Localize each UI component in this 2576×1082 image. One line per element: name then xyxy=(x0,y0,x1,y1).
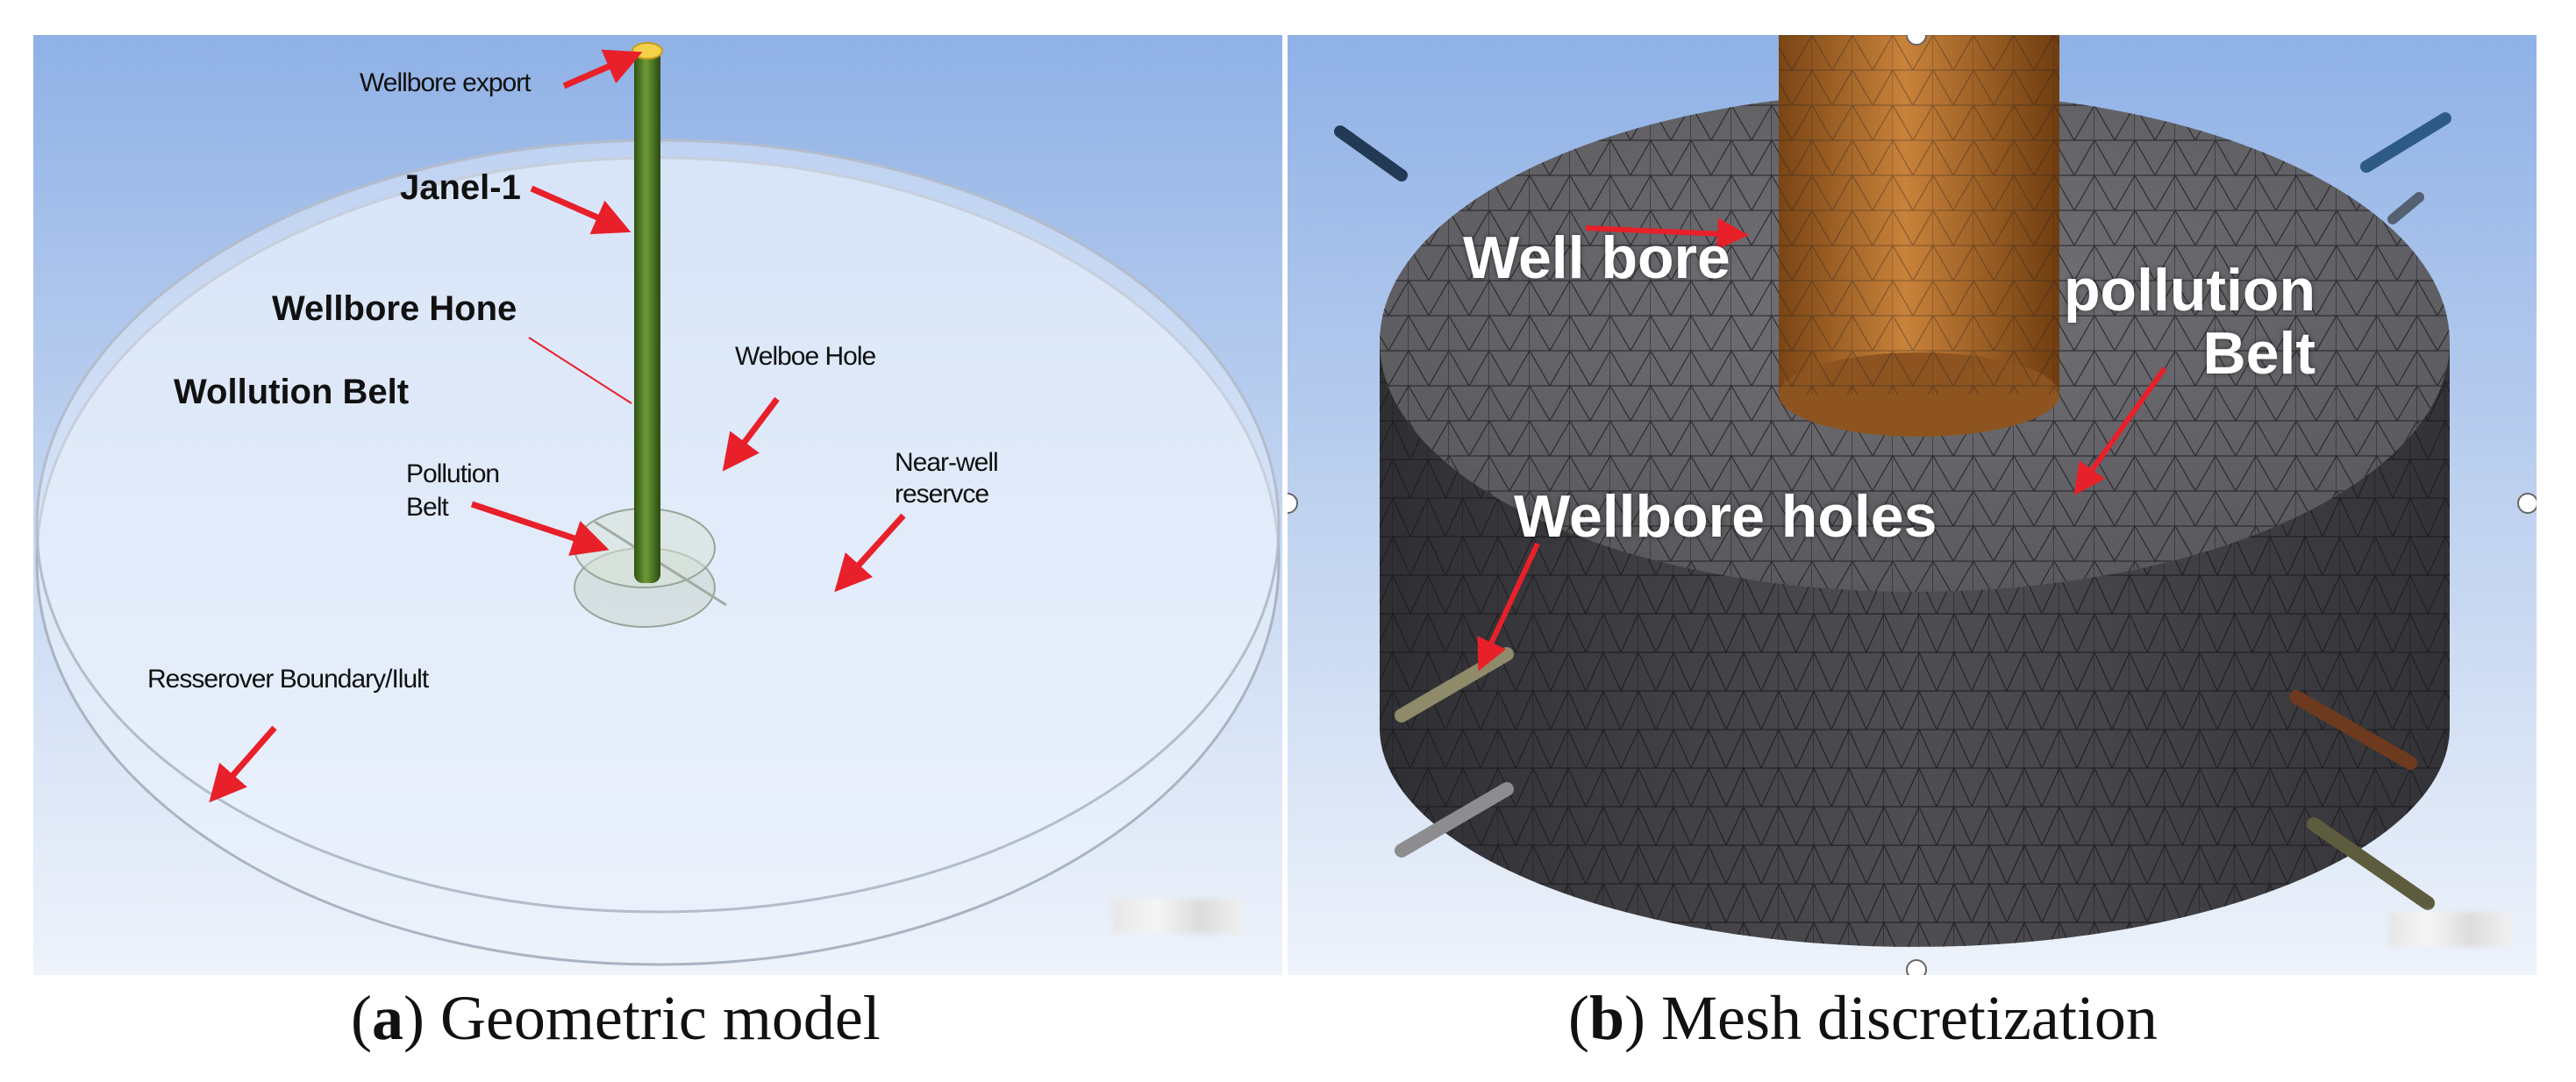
label-well-bore: Well bore xyxy=(1463,224,1730,291)
panel-a-geometric-model: Wellbore export Janel-1 Wellbore Hone Wo… xyxy=(33,35,1282,975)
leader-wellbore-hone xyxy=(528,337,632,404)
caption-a-letter: a xyxy=(371,983,403,1053)
panel-b-mesh-discretization: Well bore pollution Belt Wellbore holes xyxy=(1288,35,2537,975)
pipe-front-right-upper xyxy=(2289,690,2417,770)
pipe-back-left xyxy=(1334,125,1408,182)
label-pollution-b-line2: Belt xyxy=(2202,320,2316,387)
well-bore-mesh xyxy=(1779,35,2059,395)
caption-b-text: Mesh discretization xyxy=(1661,983,2158,1053)
watermark-blur xyxy=(1112,899,1244,934)
label-welboe-hole: Welboe Hole xyxy=(735,342,876,371)
watermark-blur-b xyxy=(2388,912,2511,947)
label-wellbore-hone: Wellbore Hone xyxy=(272,289,517,328)
label-wellbore-holes: Wellbore holes xyxy=(1514,483,1937,550)
arrow-pollution-belt-b xyxy=(2073,367,2167,495)
label-pollution-b-line1: pollution xyxy=(2064,257,2316,324)
arrow-near-well xyxy=(834,513,906,593)
arrow-welboe-hole xyxy=(722,396,780,472)
selection-handle-bottom xyxy=(1906,959,1927,975)
wellbore-rod xyxy=(634,48,660,583)
mesh-illustration xyxy=(1288,35,2537,975)
caption-a-text: Geometric model xyxy=(439,983,881,1053)
caption-b-letter: b xyxy=(1588,983,1625,1053)
label-near-well-line2: reservce xyxy=(895,480,989,509)
caption-a: (a) Geometric model xyxy=(351,983,881,1053)
arrow-janel xyxy=(530,185,632,235)
label-wollution-belt: Wollution Belt xyxy=(174,373,410,411)
label-janel: Janel-1 xyxy=(400,168,521,207)
pipe-front-right-lower xyxy=(2307,817,2435,910)
arrow-boundary xyxy=(209,725,277,803)
label-pollution-belt-b: pollution Belt xyxy=(2064,259,2316,385)
label-wellbore-export: Wellbore export xyxy=(360,68,532,97)
label-near-well: Near-well reservce xyxy=(895,447,999,510)
pipe-back-right xyxy=(2360,112,2451,173)
geometric-model-illustration xyxy=(33,35,1282,975)
label-near-well-line1: Near-well xyxy=(895,448,999,477)
pipe-back-right-2 xyxy=(2387,192,2424,224)
arrow-pollution-belt xyxy=(470,501,610,556)
label-boundary: Resserover Boundary/Ilult xyxy=(147,665,429,694)
selection-handle-right xyxy=(2517,493,2537,514)
label-pollution-belt-line1: Pollution xyxy=(406,459,500,488)
arrow-wellbore-holes xyxy=(1477,542,1540,672)
arrow-wellbore-export xyxy=(562,49,643,89)
caption-b: (b) Mesh discretization xyxy=(1568,983,2158,1053)
pipe-front-left-lower xyxy=(1395,782,1514,858)
arrow-well-bore xyxy=(1585,217,1749,250)
label-pollution-belt: Pollution Belt xyxy=(406,458,500,524)
label-pollution-belt-line2: Belt xyxy=(406,493,449,522)
